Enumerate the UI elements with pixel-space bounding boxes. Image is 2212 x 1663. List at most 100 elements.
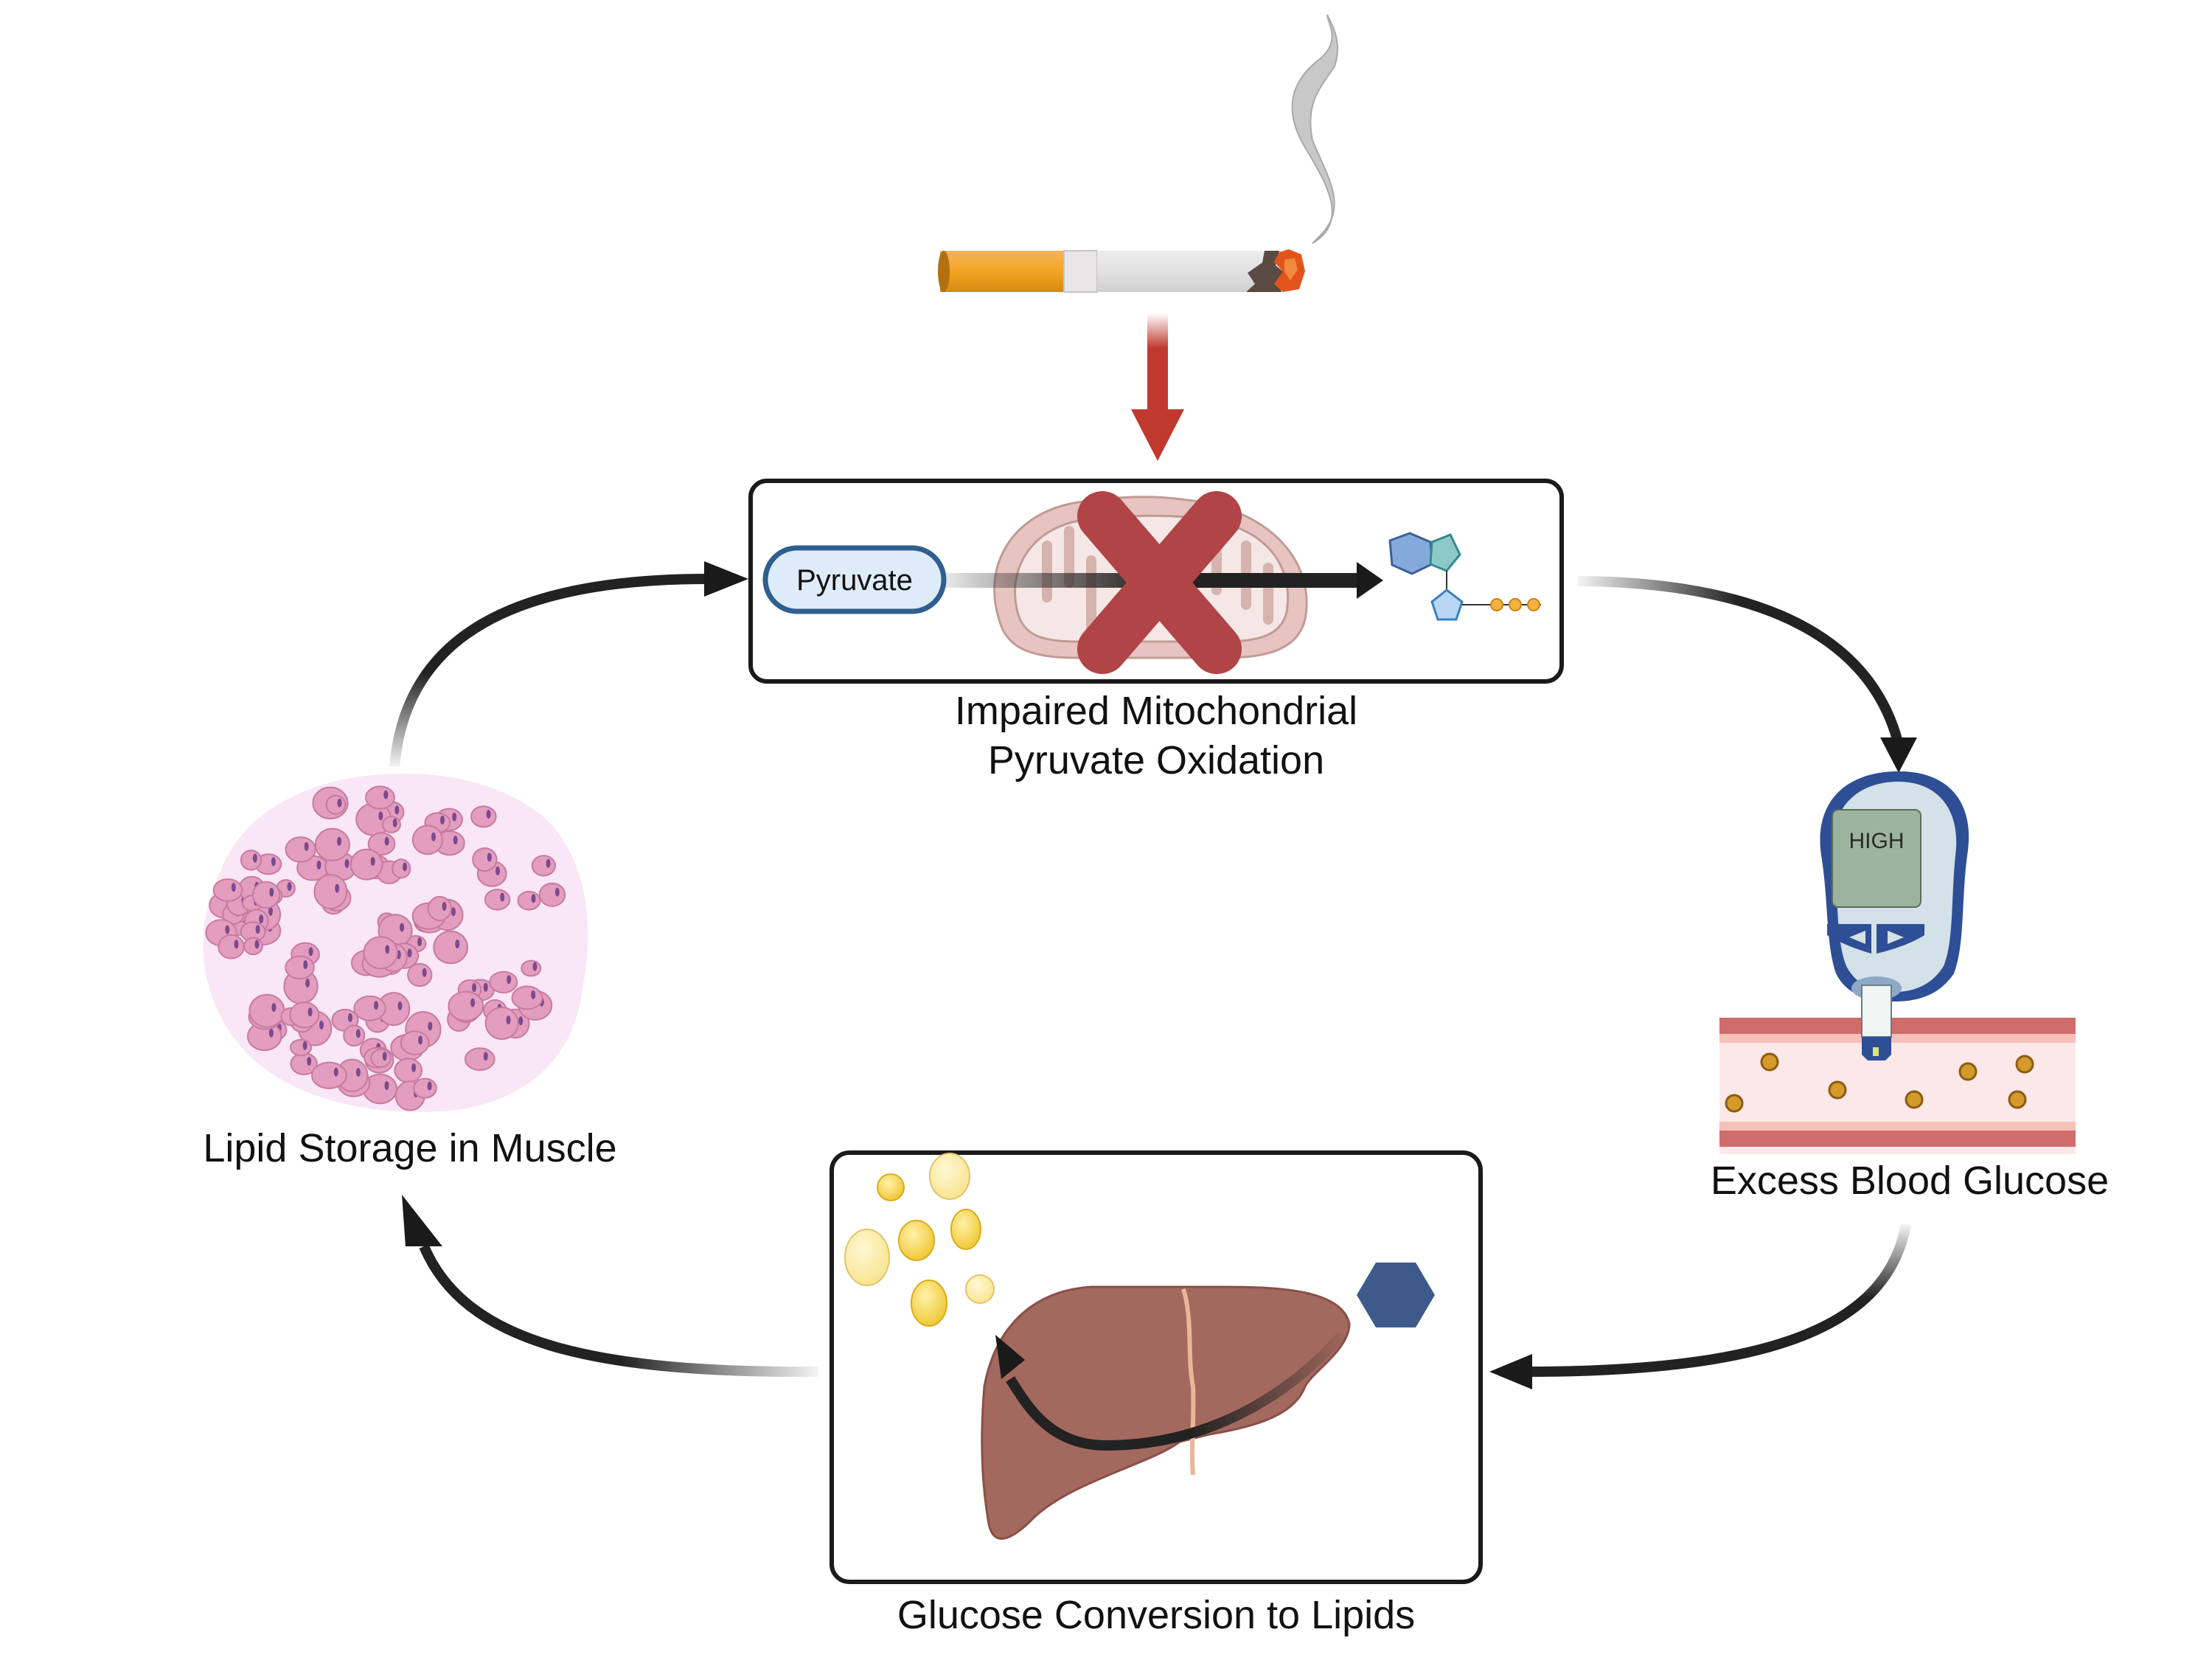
cell-nucleus — [344, 858, 349, 868]
arrowhead-icon — [995, 1335, 1025, 1379]
muscle-cell — [464, 1047, 495, 1072]
muscle-cell — [448, 990, 484, 1021]
glucose-meter-icon: HIGH — [1820, 771, 1969, 1060]
cycle-arrow-to-mitochondria — [389, 574, 709, 768]
cell-nucleus — [305, 978, 310, 987]
cigarette-icon — [938, 14, 1339, 293]
muscle-cell — [289, 1001, 320, 1029]
cell-nucleus — [483, 1052, 488, 1061]
blood-vessel-icon — [1719, 1018, 2076, 1154]
cell-nucleus — [411, 1063, 417, 1072]
muscle-cell — [289, 1038, 313, 1057]
cell-nucleus — [507, 975, 512, 985]
pyruvate-oxidation-label-line1: Impaired Mitochondrial — [954, 689, 1358, 733]
cell-nucleus — [418, 1035, 423, 1045]
muscle-cell — [285, 955, 315, 980]
muscle-cell — [365, 785, 395, 810]
cell-nucleus — [307, 1056, 312, 1066]
cell-nucleus — [234, 940, 239, 949]
muscle-cell — [353, 995, 386, 1021]
muscle-cell — [325, 794, 347, 815]
cigarette-filter-end — [938, 251, 950, 292]
pyruvate-oxidation-panel: Pyruvate — [748, 479, 1564, 684]
cell-nucleus — [316, 860, 321, 869]
cell-nucleus — [308, 947, 313, 957]
muscle-cell — [311, 1061, 347, 1089]
cell-nucleus — [337, 836, 342, 846]
pyruvate-label: Pyruvate — [796, 564, 913, 597]
muscle-cell — [427, 895, 452, 922]
cell-nucleus — [440, 816, 445, 825]
cell-nucleus — [531, 894, 536, 903]
cell-nucleus — [422, 968, 427, 977]
muscle-cell — [407, 962, 433, 987]
muscle-cell — [411, 824, 444, 855]
muscle-cell — [394, 1058, 423, 1083]
muscle-cell — [484, 889, 511, 911]
cell-nucleus — [407, 948, 412, 958]
cell-nucleus — [554, 887, 560, 897]
cell-nucleus — [455, 939, 460, 948]
cell-nucleus — [384, 836, 389, 846]
cell-nucleus — [483, 982, 488, 992]
meter-screen — [1832, 809, 1921, 908]
cigarette-filter — [940, 251, 1065, 292]
muscle-cell — [484, 1007, 519, 1041]
muscle-cell — [252, 881, 281, 909]
cell-nucleus — [532, 962, 538, 971]
pyruvate-pill: Pyruvate — [762, 545, 947, 614]
cell-nucleus — [255, 925, 260, 934]
cell-nucleus — [333, 1067, 338, 1077]
cell-nucleus — [271, 857, 276, 867]
cell-nucleus — [487, 853, 492, 862]
muscle-cell — [517, 890, 541, 911]
muscle-cell — [470, 805, 497, 828]
lipid-droplets-icon — [844, 1153, 995, 1327]
inhibit-arrow — [1131, 313, 1184, 461]
falciform-ligament — [1181, 1288, 1196, 1476]
muscle-cell — [243, 937, 263, 956]
glucose-hexagon-icon — [1357, 1263, 1435, 1327]
muscle-cells — [205, 785, 566, 1111]
cell-nucleus — [453, 836, 458, 845]
cell-nucleus — [442, 901, 447, 911]
test-strip — [1861, 985, 1892, 1038]
lipid-storage-muscle-label: Lipid Storage in Muscle — [203, 1126, 617, 1170]
smoke-icon — [1291, 14, 1339, 244]
arrowhead-icon — [402, 1195, 442, 1246]
glucose-to-lipid-arrow — [1006, 1331, 1346, 1451]
cell-nucleus — [382, 1052, 387, 1061]
muscle-cell — [343, 1024, 366, 1047]
muscle-cell — [400, 1030, 430, 1055]
muscle-cell — [370, 1048, 392, 1068]
muscle-cell — [531, 855, 556, 877]
cell-nucleus — [337, 798, 342, 808]
cell-nucleus — [428, 1021, 433, 1031]
cell-nucleus — [225, 925, 230, 934]
cell-nucleus — [531, 990, 536, 999]
cell-nucleus — [546, 858, 551, 868]
cell-nucleus — [495, 866, 500, 875]
cell-nucleus — [470, 998, 476, 1007]
cycle-arrow-to-muscle — [419, 1244, 819, 1378]
arrowhead-icon — [1489, 1354, 1532, 1389]
cell-nucleus — [506, 1015, 511, 1025]
glucose-conversion-label: Glucose Conversion to Lipids — [897, 1593, 1416, 1637]
muscle-cell — [413, 1077, 437, 1099]
cell-nucleus — [269, 887, 274, 897]
arrowhead-icon — [704, 561, 748, 597]
meter-reading: HIGH — [1849, 829, 1905, 853]
cell-nucleus — [385, 945, 390, 954]
muscle-cell — [489, 971, 518, 994]
blocked-x-icon — [1077, 491, 1242, 674]
cell-nucleus — [486, 809, 491, 819]
cell-nucleus — [400, 923, 405, 932]
muscle-cell — [212, 878, 243, 902]
cell-nucleus — [472, 983, 477, 993]
cell-nucleus — [500, 892, 505, 902]
muscle-cell — [349, 848, 383, 881]
muscle-cell — [538, 882, 566, 907]
arrowhead-icon — [1357, 562, 1383, 599]
cell-nucleus — [287, 882, 292, 892]
